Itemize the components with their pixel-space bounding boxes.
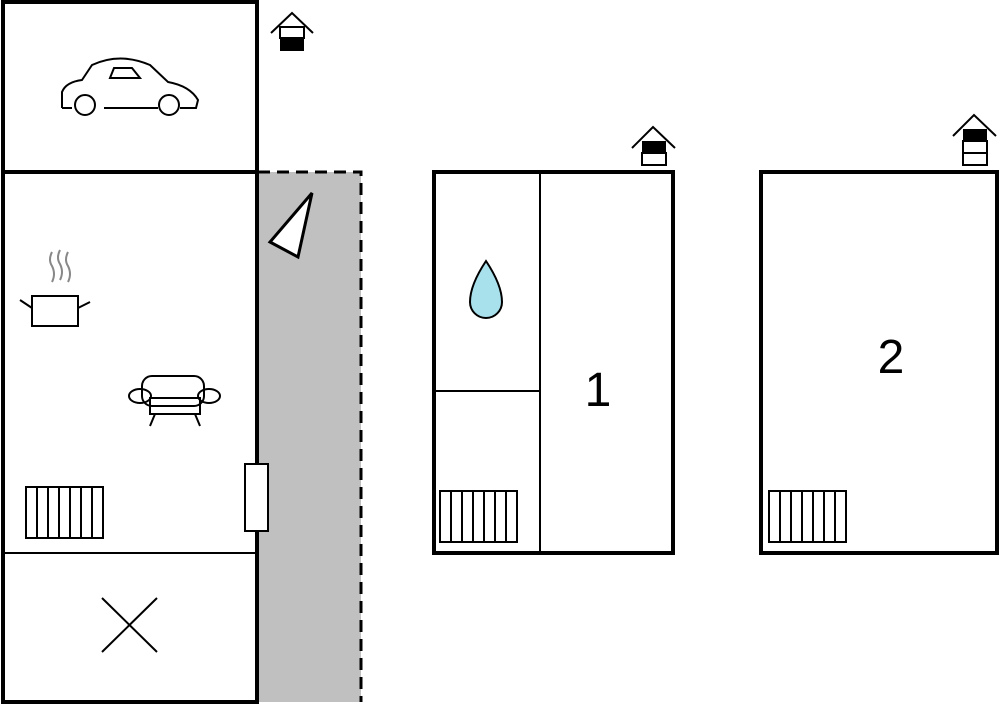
radiator-icon bbox=[439, 490, 518, 543]
second-floor-indicator-icon bbox=[952, 113, 997, 166]
terrace-outline bbox=[258, 170, 363, 702]
first-floor-indicator-icon bbox=[631, 125, 676, 166]
ground-floor-plan bbox=[1, 0, 363, 704]
door bbox=[244, 463, 269, 532]
radiator-icon bbox=[25, 486, 104, 539]
north-arrow-icon bbox=[267, 192, 314, 260]
kitchen-icon bbox=[19, 249, 91, 327]
terrace bbox=[258, 172, 361, 702]
ground-floor-walls bbox=[1, 0, 259, 704]
first-floor-walls bbox=[432, 170, 675, 555]
second-floor-walls bbox=[759, 170, 999, 555]
ground-floor-indicator-icon bbox=[270, 11, 314, 51]
room-label-1: 1 bbox=[585, 364, 612, 417]
car-icon bbox=[61, 57, 200, 116]
bathroom-water-icon bbox=[468, 259, 504, 319]
radiator-icon bbox=[768, 490, 847, 543]
first-floor-plan: 1 bbox=[432, 125, 676, 555]
sofa-icon bbox=[128, 375, 221, 427]
second-floor-plan: 2 bbox=[759, 113, 999, 555]
room-label-2: 2 bbox=[878, 331, 905, 384]
open-space-x-icon bbox=[101, 597, 158, 653]
